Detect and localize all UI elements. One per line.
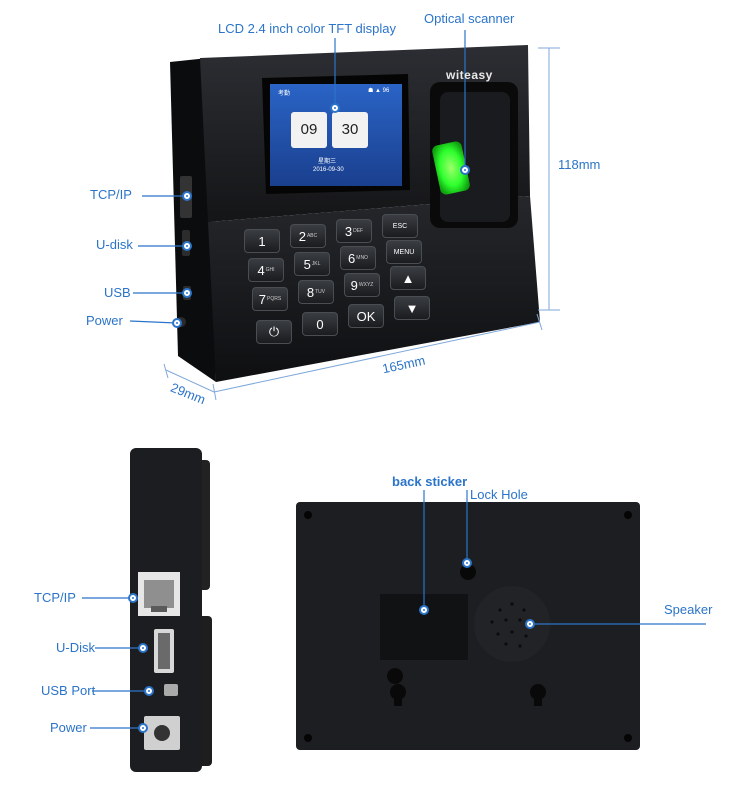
lock-hole-label: Lock Hole <box>470 487 528 502</box>
screen-date: 2016-09-30 <box>313 167 344 173</box>
key-main-label: 7 <box>258 291 267 307</box>
speaker-marker-dot <box>525 619 535 629</box>
brand-logo: witeasy <box>446 68 493 82</box>
lcd-label: LCD 2.4 inch color TFT display <box>218 21 396 36</box>
height-dimension: 118mm <box>558 157 601 172</box>
key-main-label: OK <box>356 308 376 324</box>
key-sub-label: PQRS <box>267 296 282 302</box>
key-main-label: 0 <box>316 316 324 332</box>
callout-lines-back <box>423 490 706 625</box>
udisk-marker-dot-top <box>182 241 192 251</box>
key-main-label: ▼ <box>405 300 419 316</box>
back-sticker-label: back sticker <box>392 474 468 489</box>
key-main-label: 1 <box>258 233 266 249</box>
key-sub-label: MNO <box>356 255 368 261</box>
udisk-label-top: U-disk <box>96 237 133 252</box>
key-main-label: 2 <box>298 228 306 244</box>
tcpip-marker-dot-side <box>128 593 138 603</box>
keypad-key[interactable]: MENU <box>386 240 422 264</box>
lcd-marker-dot <box>330 103 340 113</box>
keypad-key[interactable]: ESC <box>382 214 418 238</box>
lcd-screen <box>270 84 402 186</box>
keypad-key[interactable]: ▲ <box>390 266 426 290</box>
key-main-label: 8 <box>306 284 315 300</box>
usb-marker-dot-top <box>182 288 192 298</box>
status-right-text: ☗ ▲ 96 <box>368 88 390 94</box>
usb-port-marker-dot-side <box>144 686 154 696</box>
tcpip-marker-dot-top <box>182 191 192 201</box>
key-sub-label: JKL <box>311 261 321 267</box>
speaker-label: Speaker <box>664 602 713 617</box>
power-label-side: Power <box>50 720 87 735</box>
screen-weekday: 星期三 <box>318 159 337 165</box>
optical-scanner-label: Optical scanner <box>424 11 515 26</box>
udisk-label-side: U-Disk <box>56 640 95 655</box>
key-main-label: ⏻ <box>268 324 280 339</box>
keypad-key[interactable]: 1 <box>244 229 280 253</box>
back-sticker-marker-dot <box>419 605 429 615</box>
key-sub-label: GHI <box>265 267 275 273</box>
key-main-label: ▲ <box>401 270 415 286</box>
callout-lines-side <box>82 597 148 729</box>
power-label-top: Power <box>86 313 123 328</box>
udisk-marker-dot-side <box>138 643 148 653</box>
key-sub-label: ABC <box>306 233 318 239</box>
key-main-label: ESC <box>392 222 408 230</box>
key-main-label: MENU <box>393 248 415 256</box>
key-main-label: 9 <box>350 277 358 293</box>
key-sub-label: DEF <box>353 228 364 234</box>
usb-port-label-side: USB Port <box>41 683 96 698</box>
keypad-key[interactable]: ▼ <box>394 296 430 320</box>
power-marker-dot-top <box>172 318 182 328</box>
usb-label-top: USB <box>104 285 131 300</box>
tcpip-label-side: TCP/IP <box>34 590 76 605</box>
dimension-lines <box>163 47 560 401</box>
keypad-key[interactable]: ⏻ <box>256 320 292 344</box>
key-main-label: 6 <box>348 250 356 266</box>
power-marker-dot-side <box>138 723 148 733</box>
clock-hour: 09 <box>300 121 318 138</box>
status-left-text: 考勤 <box>278 91 291 97</box>
key-main-label: 4 <box>257 262 265 278</box>
back-device <box>296 502 640 750</box>
keypad-key[interactable]: 0 <box>302 312 338 336</box>
lock-hole-marker-dot <box>462 558 472 568</box>
callout-lines-top <box>129 30 466 324</box>
keypad-key[interactable]: OK <box>348 304 384 328</box>
clock-minute: 30 <box>341 121 359 138</box>
scanner-marker-dot <box>460 165 470 175</box>
key-main-label: 5 <box>303 256 311 272</box>
key-sub-label: TUV <box>315 289 326 295</box>
tcpip-label-top: TCP/IP <box>90 187 132 202</box>
key-sub-label: WXYZ <box>358 282 374 288</box>
key-main-label: 3 <box>344 223 353 239</box>
